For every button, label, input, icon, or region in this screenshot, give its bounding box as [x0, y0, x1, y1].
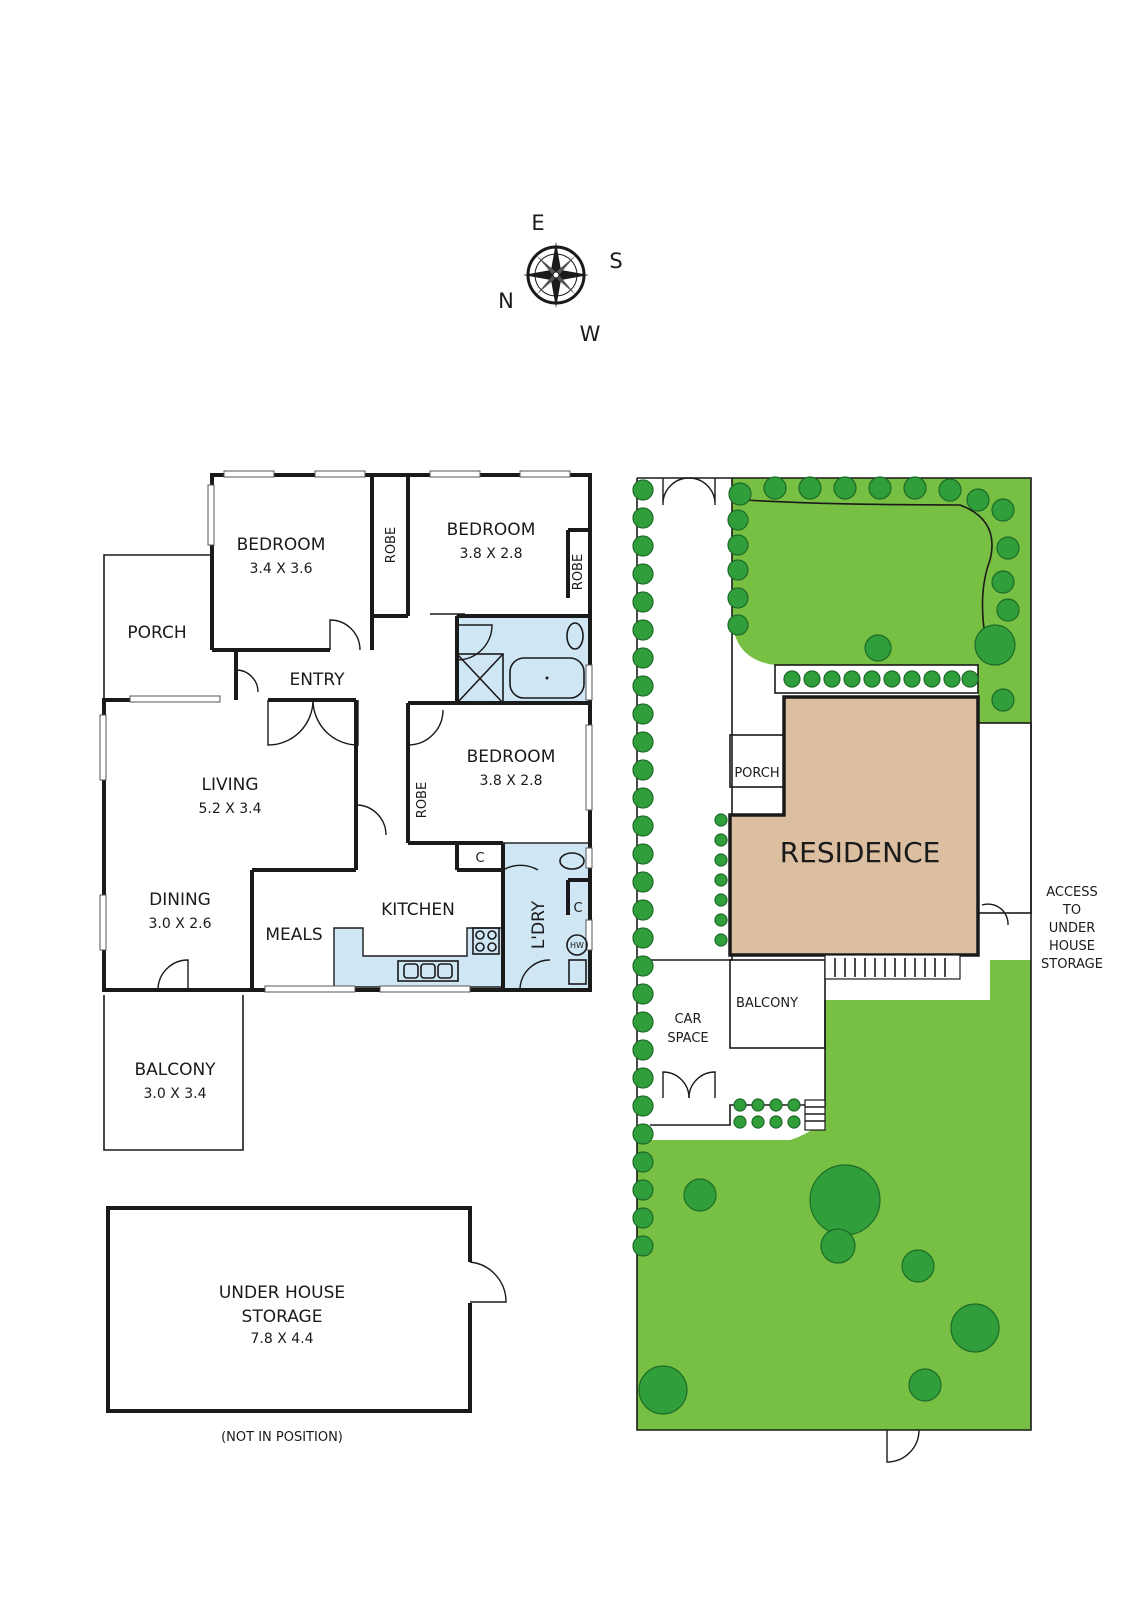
doors	[157, 613, 551, 991]
storage-dims: 7.8 X 4.4	[250, 1331, 313, 1347]
cupboard-1-label: C	[475, 851, 484, 866]
site-balcony-label: BALCONY	[736, 996, 798, 1011]
robe-3-label: ROBE	[415, 782, 430, 818]
storage-plan: UNDER HOUSE STORAGE 7.8 X 4.4 (NOT IN PO…	[106, 1206, 507, 1445]
porch-label: PORCH	[127, 623, 186, 643]
rear-garden-trees	[638, 1164, 1000, 1415]
bedroom-1-dims: 3.4 X 3.6	[249, 561, 312, 577]
dining-label: DINING	[149, 890, 211, 910]
deck-steps	[804, 954, 961, 1131]
storage-label-line1: UNDER HOUSE	[219, 1283, 345, 1303]
not-in-position-note: (NOT IN POSITION)	[221, 1430, 343, 1445]
balcony-label: BALCONY	[134, 1060, 216, 1080]
exterior-walls	[102, 473, 592, 992]
bathtub-icon	[509, 657, 585, 699]
kitchen-label: KITCHEN	[381, 900, 455, 920]
living-label: LIVING	[201, 775, 258, 795]
bedroom-1-label: BEDROOM	[237, 535, 326, 555]
entry-label: ENTRY	[290, 670, 346, 690]
compass-rose-icon	[523, 242, 589, 308]
cupboard-2-label: C	[573, 901, 582, 916]
bedroom-3-label: BEDROOM	[467, 747, 556, 767]
tub-icon	[568, 959, 587, 985]
balcony-outline	[103, 995, 244, 1151]
access-label-line3: UNDER	[1049, 921, 1096, 936]
porch-outline	[103, 554, 212, 700]
cooktop-icon	[472, 927, 500, 955]
kitchen-fixtures	[397, 927, 500, 982]
bedroom-2-dims: 3.8 X 2.8	[459, 546, 522, 562]
storage-label-line2: STORAGE	[242, 1307, 323, 1327]
compass-north-label: N	[498, 289, 514, 313]
robe-1-label: ROBE	[384, 527, 399, 563]
kitchen-bench	[333, 927, 504, 988]
toilet-icon	[559, 852, 585, 870]
site-balcony	[729, 959, 826, 1049]
access-label-line2: TO	[1062, 903, 1081, 918]
site-plan: RESIDENCE	[632, 476, 1103, 1463]
balcony-dims: 3.0 X 3.4	[143, 1086, 206, 1102]
access-label-line1: ACCESS	[1046, 885, 1098, 900]
access-label-line4: HOUSE	[1049, 939, 1095, 954]
boundary-hedge	[632, 479, 654, 1257]
car-space-label-line2: SPACE	[667, 1031, 708, 1046]
site-porch-label: PORCH	[734, 766, 779, 781]
residence-label: RESIDENCE	[780, 836, 941, 869]
compass-west-label: W	[580, 322, 601, 346]
sink-icon	[397, 960, 459, 982]
car-space-label-line1: CAR	[674, 1012, 701, 1027]
laundry-area	[502, 842, 591, 991]
hot-water-label: HW	[570, 941, 584, 950]
compass-east-label: E	[531, 211, 544, 235]
compass: E S N W	[498, 211, 623, 346]
bedroom-3-dims: 3.8 X 2.8	[479, 773, 542, 789]
laundry-fixtures	[559, 852, 588, 985]
meals-label: MEALS	[265, 925, 322, 945]
front-garden-trees	[714, 476, 1020, 1129]
dining-dims: 3.0 X 2.6	[148, 916, 211, 932]
living-dims: 5.2 X 3.4	[198, 801, 261, 817]
front-lawn	[732, 478, 1031, 723]
windows	[99, 470, 593, 993]
residence	[728, 695, 980, 957]
bathroom-fixtures	[456, 622, 585, 704]
compass-south-label: S	[609, 249, 622, 273]
bedroom-2-label: BEDROOM	[447, 520, 536, 540]
access-label-line5: STORAGE	[1041, 957, 1103, 972]
bathroom	[456, 615, 591, 704]
floor-plan: BEDROOM 3.4 X 3.6 BEDROOM 3.8 X 2.8 BEDR…	[99, 470, 593, 1151]
laundry-label: L'DRY	[529, 900, 549, 949]
robe-2-label: ROBE	[571, 554, 586, 590]
hot-water-icon	[566, 934, 588, 956]
basin-icon	[566, 622, 584, 650]
